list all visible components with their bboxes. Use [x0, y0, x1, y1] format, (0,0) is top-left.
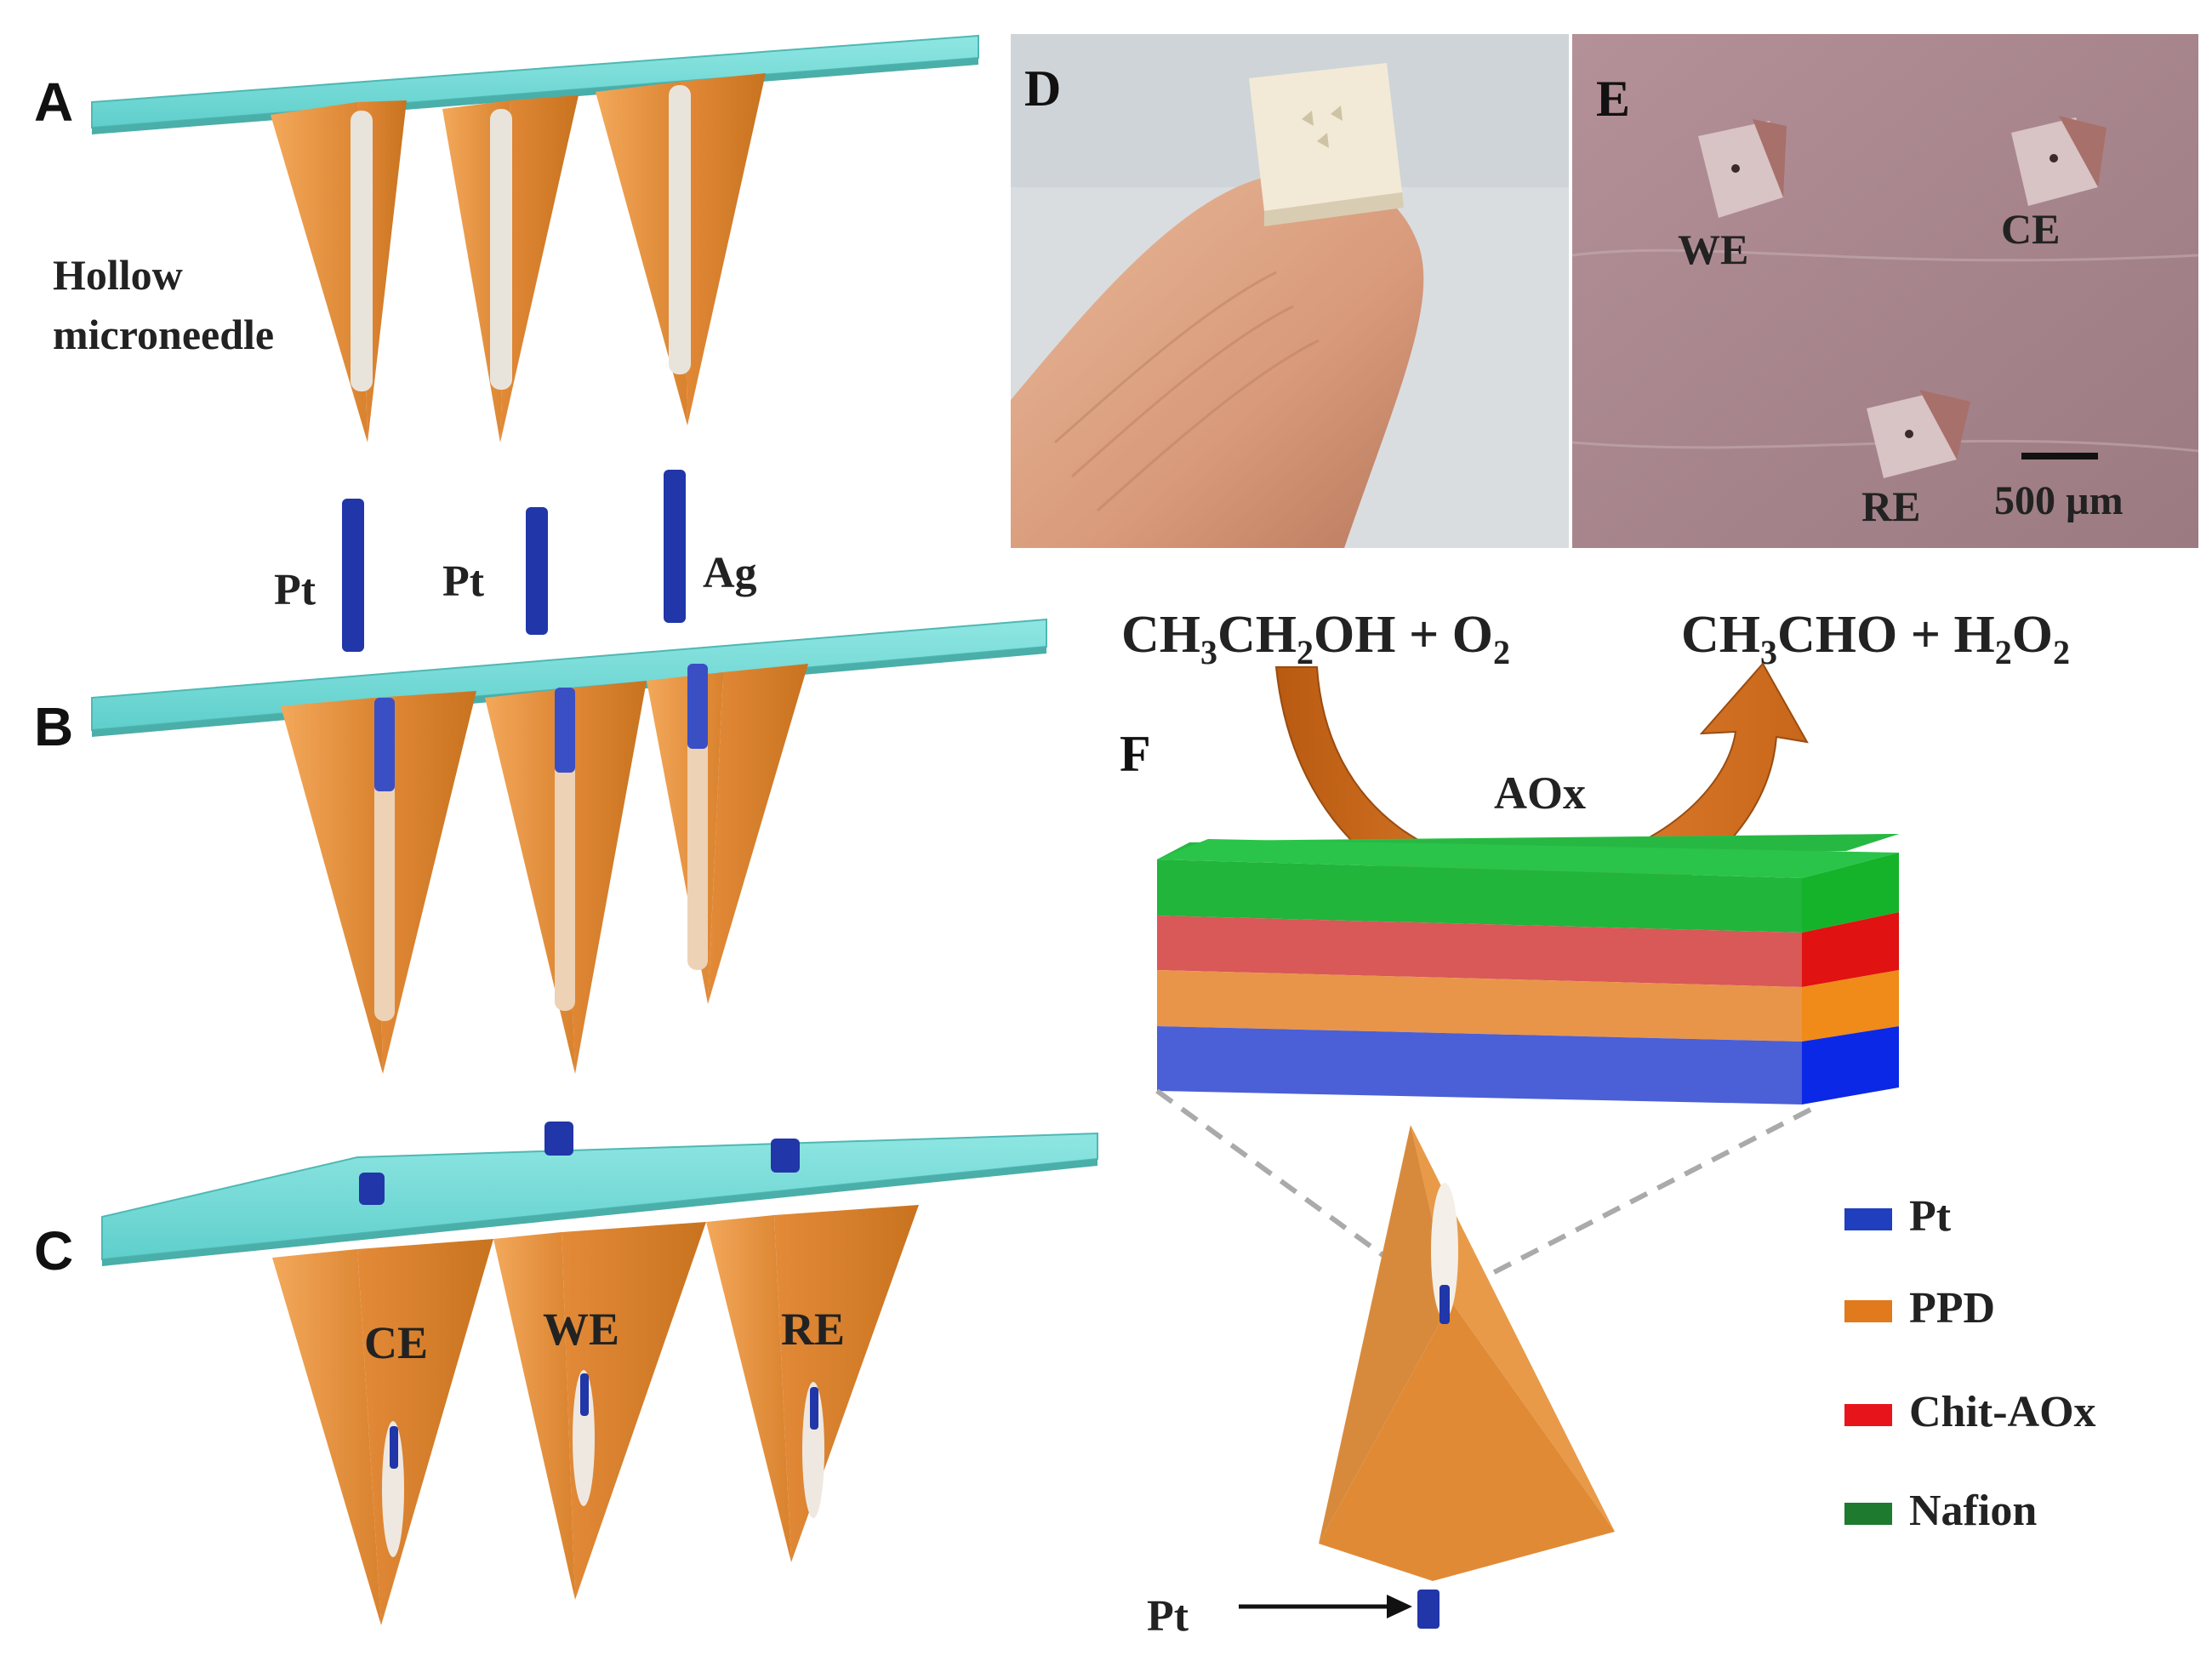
panel-c-stub-3 [771, 1139, 800, 1173]
legend-label-nafion: Nafion [1909, 1487, 2037, 1535]
panel-e-scalebar [2021, 453, 2098, 459]
panel-f-layer-stack [1157, 834, 1899, 1104]
panel-f-microneedle [1319, 1125, 1615, 1629]
panel-c-needle-1 [272, 1239, 493, 1625]
panel-a-needle-2 [442, 95, 579, 442]
panel-f-letter: F [1120, 726, 1151, 782]
panel-c-needle-3 [706, 1205, 919, 1562]
panel-d-letter: D [1024, 60, 1061, 117]
panel-a-caption-line2: microneedle [53, 311, 274, 358]
panel-a-needle-3 [596, 73, 766, 425]
legend-swatch-ppd [1844, 1300, 1892, 1322]
panel-f-layer-nafion [1157, 859, 1802, 933]
panel-a-needle-1 [271, 100, 407, 442]
panel-b-needle-3 [647, 664, 808, 1004]
panel-a-letter: A [34, 71, 73, 133]
panel-c: C CE WE RE [34, 1122, 1098, 1625]
panel-d-patch [1249, 63, 1404, 226]
panel-c-stub-2 [544, 1122, 573, 1156]
panel-c-needle-2 [493, 1222, 706, 1600]
panel-b-needle-2 [485, 681, 647, 1074]
panel-e-scalebar-label: 500 µm [1994, 478, 2124, 523]
panel-e-re-label: RE [1861, 482, 1920, 530]
panel-c-needle-1-label: CE [364, 1317, 428, 1368]
panel-e-ce-label: CE [2001, 205, 2060, 253]
panel-e-hole-re [1867, 390, 1970, 478]
panel-f-pt-tip [1417, 1590, 1440, 1629]
panel-f-equation-left: CH3CH2OH + O2 [1121, 606, 1510, 671]
panel-c-letter: C [34, 1220, 73, 1281]
panel-c-needle-3-label: RE [781, 1304, 845, 1355]
panel-b-wire-3-label: Ag [703, 549, 757, 597]
panel-f: CH3CH2OH + O2 CH3CHO + H2O2 AOx F [1120, 606, 2096, 1641]
panel-b-wire-2-label: Pt [442, 557, 485, 606]
panel-b-wire-1-label: Pt [274, 566, 316, 614]
panel-e-letter: E [1596, 71, 1630, 127]
panel-f-layer-ppd [1157, 970, 1802, 1042]
panel-c-stub-1 [359, 1173, 385, 1205]
panel-b-letter: B [34, 696, 73, 757]
panel-e: E WE CE RE 500 µm [1571, 34, 2199, 548]
panel-f-zoom-line-right [1448, 1107, 1812, 1298]
panel-c-needle-2-label: WE [543, 1304, 619, 1355]
legend-label-chit: Chit-AOx [1909, 1388, 2096, 1436]
panel-e-hole-ce [2011, 116, 2107, 206]
panel-a: A Hollow microneedle [34, 34, 979, 442]
panel-e-we-label: WE [1678, 225, 1748, 273]
panel-b-wire-1 [342, 499, 364, 652]
panel-c-plate [101, 1132, 1098, 1261]
panel-a-caption-line1: Hollow [53, 251, 183, 299]
legend-swatch-pt [1844, 1208, 1892, 1230]
panel-f-enzyme-label: AOx [1494, 768, 1586, 819]
panel-b-wire-2 [526, 507, 548, 635]
panel-e-hole-we [1698, 119, 1787, 218]
panel-f-pointer-label: Pt [1147, 1592, 1189, 1641]
panel-d: D [1011, 34, 1569, 548]
panel-f-legend: Pt PPD Chit-AOx Nafion [1844, 1192, 2096, 1535]
panel-f-equation-right: CH3CHO + H2O2 [1681, 606, 2070, 671]
panel-b-needle-1 [281, 691, 476, 1074]
panel-b-wire-3 [664, 470, 686, 623]
legend-swatch-nafion [1844, 1503, 1892, 1525]
panel-f-layer-chit [1157, 916, 1802, 987]
panel-d-finger [1011, 171, 1424, 548]
legend-label-pt: Pt [1909, 1192, 1952, 1241]
legend-label-ppd: PPD [1909, 1284, 1995, 1333]
panel-b: B Pt Pt Ag [34, 470, 1047, 1074]
legend-swatch-chit [1844, 1404, 1892, 1426]
panel-f-layer-pt [1157, 1026, 1802, 1104]
